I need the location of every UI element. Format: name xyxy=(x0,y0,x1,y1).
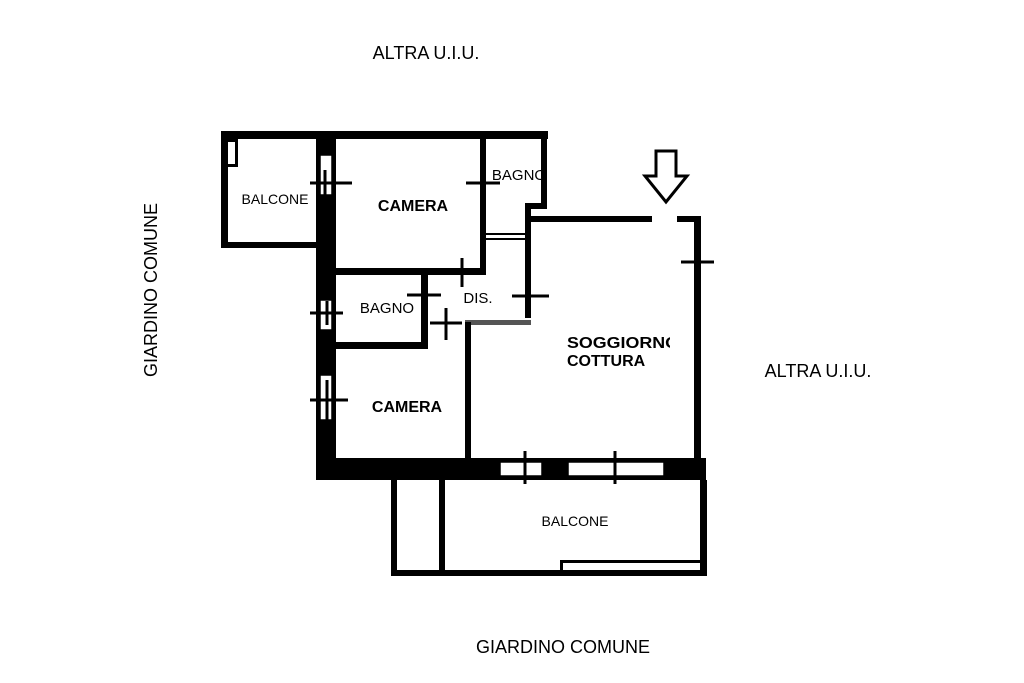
room-balcone-bottom: BALCONE xyxy=(542,513,609,529)
room-bagno-top: BAGNO xyxy=(492,167,546,184)
door-marks xyxy=(310,170,714,484)
room-dis: DIS. xyxy=(463,290,492,307)
room-camera-bottom: CAMERA xyxy=(372,399,443,416)
down-arrow-icon xyxy=(641,149,691,205)
label-right-neighbor: ALTRA U.I.U. xyxy=(765,361,872,381)
label-bottom-garden: GIARDINO COMUNE xyxy=(476,637,650,657)
label-left-garden: GIARDINO COMUNE xyxy=(141,203,161,377)
room-cottura: COTTURA xyxy=(567,353,646,370)
room-balcone-left: BALCONE xyxy=(242,191,309,207)
room-camera-top: CAMERA xyxy=(378,198,449,215)
room-bagno-mid: BAGNO xyxy=(360,300,414,317)
label-top-neighbor: ALTRA U.I.U. xyxy=(373,43,480,63)
room-soggiorno: SOGGIORNO xyxy=(567,335,679,352)
